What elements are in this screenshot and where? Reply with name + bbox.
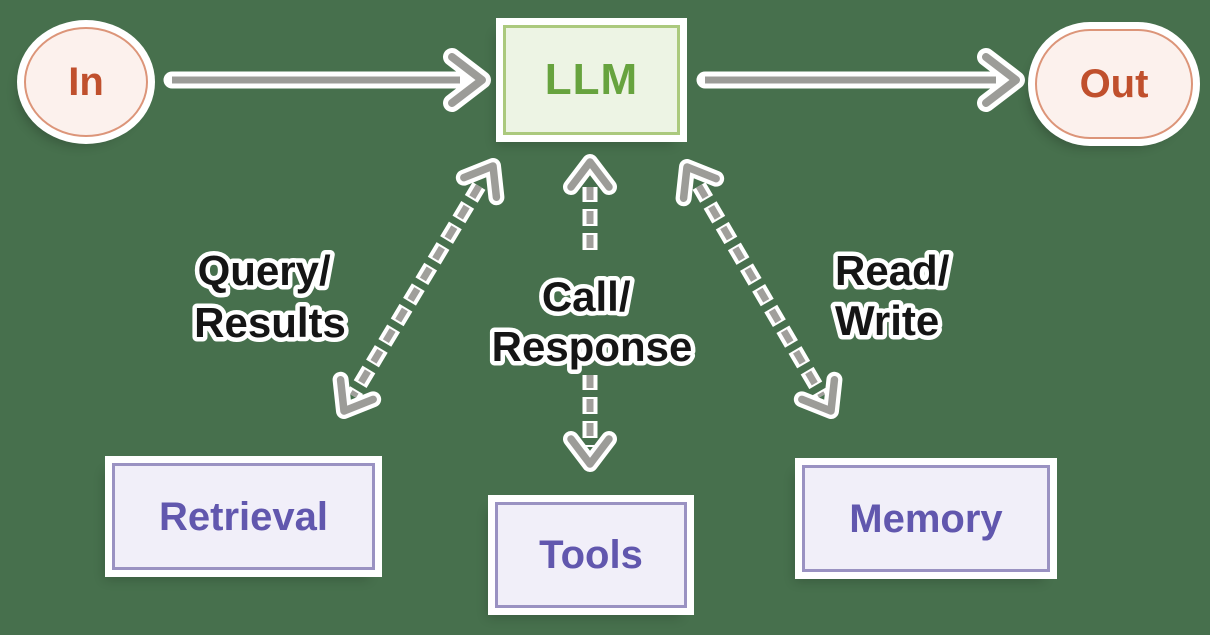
arrow-llm-tools — [563, 154, 617, 472]
edge-label-read-write: Read/ Write — [835, 247, 961, 344]
node-memory: Memory — [802, 465, 1050, 572]
arrow-in-to-llm — [163, 48, 491, 112]
arrowhead-down-icon — [563, 431, 617, 472]
node-in: In — [24, 27, 148, 137]
node-memory-label: Memory — [849, 496, 1003, 541]
arrow-llm-memory — [675, 159, 843, 419]
node-out: Out — [1035, 29, 1193, 139]
arrowhead-right-icon — [443, 48, 491, 112]
arrow-llm-to-out — [696, 48, 1025, 112]
node-tools-label: Tools — [539, 533, 643, 577]
node-retrieval-label: Retrieval — [159, 494, 328, 539]
arrow-llm-retrieval — [332, 158, 505, 419]
node-tools: Tools — [495, 502, 687, 608]
node-llm-label: LLM — [544, 55, 639, 104]
arrowhead-up-icon — [563, 154, 617, 195]
edge-label-query-results: Query/ Results — [194, 247, 346, 346]
arrowhead-right-icon — [977, 48, 1025, 112]
edge-label-call-response: Call/ Response — [492, 273, 693, 370]
node-in-label: In — [68, 60, 104, 104]
node-out-label: Out — [1079, 62, 1149, 106]
arrowhead-up-right-icon — [455, 158, 505, 206]
arrowhead-up-left-icon — [675, 159, 725, 207]
arrowhead-down-right-icon — [793, 371, 843, 419]
node-retrieval: Retrieval — [112, 463, 375, 570]
arrowhead-down-left-icon — [332, 371, 382, 419]
node-llm: LLM — [503, 25, 680, 135]
